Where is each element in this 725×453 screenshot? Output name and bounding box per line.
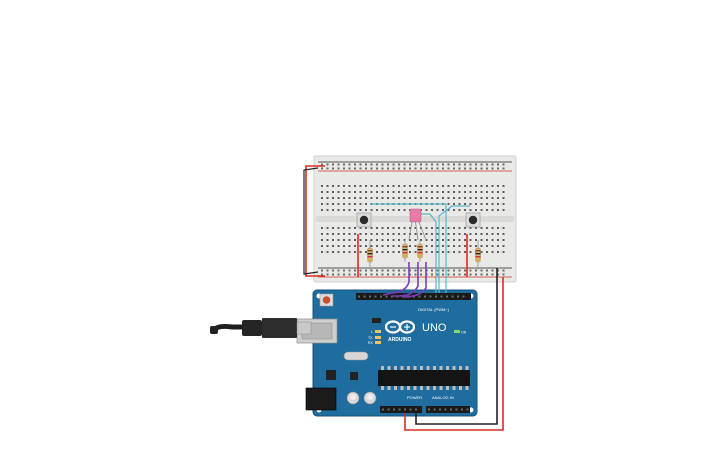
voltage-regulator (326, 370, 336, 380)
resistor-left[interactable] (367, 240, 373, 270)
bottom-header-pins[interactable] (382, 408, 469, 411)
on-label: ON (461, 331, 467, 335)
header-pin (462, 295, 465, 298)
brand-label: ARDUINO (388, 337, 411, 343)
analog-label: ANALOG IN (432, 395, 454, 400)
header-pin (398, 408, 401, 411)
header-pin (385, 295, 388, 298)
chip-pins (381, 366, 469, 390)
wire-teal-right-button-signal (438, 205, 470, 293)
tx-label: TX (368, 336, 373, 340)
header-pin (393, 408, 395, 411)
digital-label: DIGITAL (PWM~) (418, 307, 450, 312)
model-label: UNO (422, 322, 447, 334)
header-pin (439, 408, 441, 411)
header-pin (409, 408, 412, 411)
usb-cable[interactable] (210, 318, 312, 338)
power-header[interactable] (380, 406, 422, 413)
header-pin (418, 295, 421, 298)
header-pin (380, 295, 382, 298)
header-pin (363, 295, 366, 298)
l-label: L (371, 330, 373, 334)
tx-led (375, 336, 381, 339)
arduino-logo-icon (384, 320, 416, 334)
header-pin (451, 295, 454, 298)
usb-plug-body (262, 318, 297, 338)
header-pin (455, 408, 458, 411)
usb-plug-metal (296, 321, 312, 335)
header-pin (457, 295, 459, 298)
wire-red-rail-link (305, 165, 325, 277)
header-pin (450, 408, 452, 411)
smd-chip (350, 372, 358, 380)
atmega-chip (378, 370, 470, 386)
wire-purple-3 (402, 262, 427, 298)
header-pin (358, 295, 360, 298)
header-pin (461, 408, 463, 411)
arduino-uno-board[interactable]: L TX RX ON ARDUINO UNO DIGITAL (PWM~) PO… (296, 289, 478, 417)
resistors[interactable] (367, 240, 481, 270)
rx-label: RX (368, 341, 374, 345)
wire-teal-led-signal (415, 213, 437, 293)
wire-purple-1 (382, 262, 410, 296)
wires[interactable] (303, 165, 504, 431)
resistor-mid-2[interactable] (417, 240, 423, 262)
header-pin (424, 295, 426, 298)
header-pin (404, 408, 406, 411)
header-pin (369, 295, 371, 298)
pink-led[interactable] (408, 208, 427, 241)
pushbutton-left[interactable] (356, 212, 372, 228)
wire-black-rail-link (303, 167, 319, 275)
header-pin (429, 295, 432, 298)
header-pin (433, 408, 436, 411)
wire-red-5v (404, 277, 504, 431)
header-pin (444, 408, 447, 411)
resistor-right[interactable] (475, 240, 481, 270)
header-pin (382, 408, 384, 411)
crystal-oscillator (343, 351, 369, 361)
rx-led (375, 341, 381, 344)
header-pin (387, 408, 390, 411)
header-pin (440, 295, 443, 298)
header-pin (428, 408, 430, 411)
l-led (375, 330, 381, 333)
reset-button-cap[interactable] (322, 296, 331, 304)
wire-purple-2 (392, 262, 419, 297)
header-pin (446, 295, 448, 298)
power-label: POWER (407, 395, 422, 400)
usb-cable-end (210, 326, 218, 334)
header-pin (435, 295, 437, 298)
header-pin (466, 408, 469, 411)
on-led (454, 330, 460, 333)
pushbutton-right[interactable] (465, 212, 481, 228)
analog-header[interactable] (426, 406, 470, 413)
dc-barrel-jack[interactable] (305, 387, 337, 411)
header-pin (374, 295, 377, 298)
usb-strain-relief (242, 320, 262, 336)
header-pin (415, 408, 417, 411)
resistor-mid-1[interactable] (402, 240, 408, 262)
wire-teal-left-button-signal (370, 203, 447, 293)
wire-black-gnd (415, 268, 498, 425)
smd-chip (372, 318, 381, 323)
breadboard-holes (321, 163, 505, 276)
